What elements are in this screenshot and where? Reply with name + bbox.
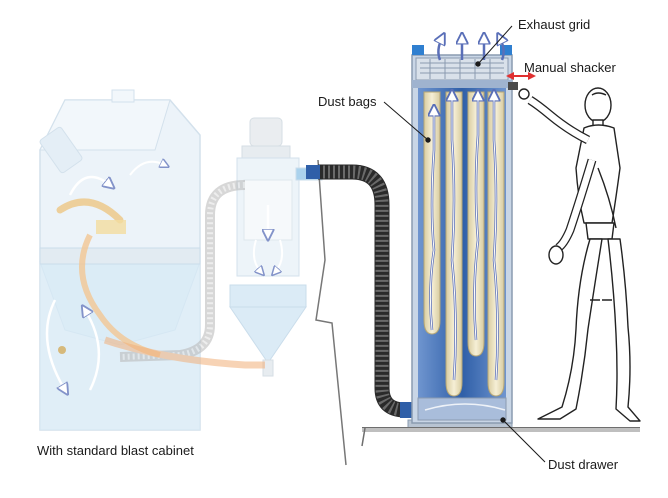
dust-collector-unit xyxy=(407,38,518,429)
connector-hoses-ghost xyxy=(103,180,265,369)
label-manual-shacker: Manual shacker xyxy=(524,60,616,75)
blast-cabinet xyxy=(39,89,201,431)
filter-bag-group xyxy=(423,91,505,397)
label-dust-drawer: Dust drawer xyxy=(548,457,619,472)
flexible-duct-hose xyxy=(306,164,414,418)
airflow-arrows-white xyxy=(429,95,499,381)
label-dust-bags: Dust bags xyxy=(318,94,377,109)
floor xyxy=(361,427,640,447)
caption-standard-blast-cabinet: With standard blast cabinet xyxy=(37,443,194,458)
callout-leaders xyxy=(383,25,546,463)
label-exhaust-grid: Exhaust grid xyxy=(518,17,591,32)
cyclone-separator xyxy=(229,117,323,377)
shaker-handle[interactable] xyxy=(508,82,518,90)
operator-figure xyxy=(518,87,641,422)
exhaust-grid xyxy=(420,59,504,79)
diagram-break-line xyxy=(315,159,347,466)
